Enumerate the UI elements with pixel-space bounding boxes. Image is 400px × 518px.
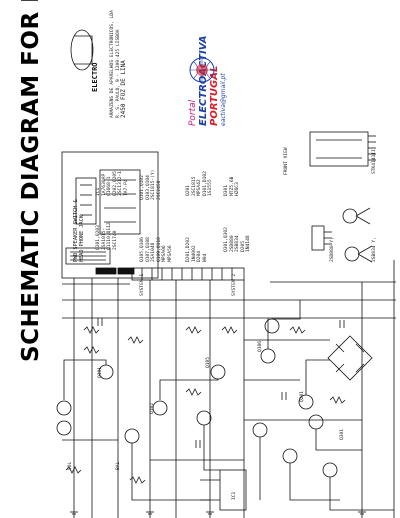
system-connector — [131, 267, 245, 281]
to220-package — [311, 225, 325, 251]
bridge-rectifier — [327, 335, 373, 381]
switch-box — [61, 151, 159, 279]
ic-package — [309, 131, 369, 167]
logo-emblem — [70, 29, 94, 71]
ic1-block — [219, 469, 247, 511]
